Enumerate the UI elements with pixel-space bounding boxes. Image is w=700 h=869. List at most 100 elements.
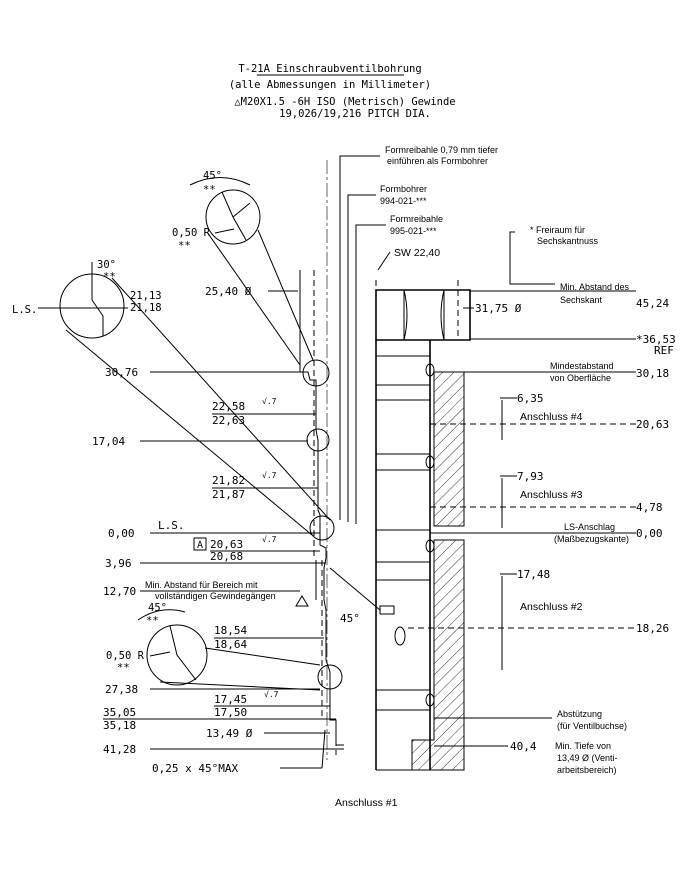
detail-circle-top <box>302 359 330 387</box>
detail-top-edge <box>232 202 251 218</box>
mindestabstand-1: Mindestabstand <box>550 361 614 371</box>
detail-low-radius-stars: ** <box>117 662 130 674</box>
abstuetzung-2: (für Ventilbuchse) <box>557 721 627 731</box>
dim-ref: REF <box>654 344 674 357</box>
dim-41-28: 41,28 <box>103 743 136 756</box>
dim-21-82: 21,82 <box>212 474 245 487</box>
dim-3-96: 3,96 <box>105 557 132 570</box>
formbohrer-leader <box>347 194 376 522</box>
anschluss-4: Anschluss #4 <box>520 411 583 423</box>
formreibahle-part: 995-021-*** <box>390 226 437 236</box>
abstuetzung-1: Abstützung <box>557 709 602 719</box>
small-slot <box>379 605 395 615</box>
dim-17-50: 17,50 <box>214 706 247 719</box>
valve-section <box>375 280 471 771</box>
dim-0-00-right: 0,00 <box>636 527 663 540</box>
dim-31-75: 31,75 Ø <box>475 302 522 315</box>
ls-anschlag-2: (Maßbezugskante) <box>554 534 629 544</box>
dim-40-4: 40,4 <box>510 740 537 753</box>
detail-low-angle-arc <box>137 609 186 621</box>
detail-low-circle <box>146 624 208 686</box>
detail-low-angle: 45° <box>148 602 167 614</box>
cavity-profile <box>299 160 344 760</box>
thread-triangle <box>295 595 309 607</box>
dim-18-54: 18,54 <box>214 624 247 637</box>
dim-30-18: 30,18 <box>636 367 669 380</box>
title-line-1: T-21A Einschraubventilbohrung <box>238 63 421 75</box>
formreibahle-label: Formreibahle <box>390 214 443 224</box>
dim-18-26: 18,26 <box>636 622 669 635</box>
port-hole <box>394 626 406 646</box>
detail-top-angle: 45° <box>203 170 222 182</box>
freiraum-2: Sechskantnuss <box>537 236 599 246</box>
freiraum-leader <box>509 231 555 285</box>
dim-20-63-right: 20,63 <box>636 418 669 431</box>
detail-ls-leader-a <box>65 329 313 536</box>
detail-top-leader-b <box>257 229 314 361</box>
angle-45-low: 45° <box>340 612 360 625</box>
detail-circle-ls <box>309 515 335 541</box>
angle-45-leader <box>329 567 381 611</box>
finish-mark-4: √.7 <box>264 690 279 699</box>
min-tiefe-3: arbeitsbereich) <box>557 765 617 775</box>
anschluss-3: Anschluss #3 <box>520 489 583 501</box>
dim-27-38: 27,38 <box>105 683 138 696</box>
min-abstand-2: Sechskant <box>560 295 603 305</box>
ls-anschlag-1: LS-Anschlag <box>564 522 615 532</box>
detail-top-leader-a <box>206 231 301 366</box>
detail-top-radius: 0,50 R <box>172 227 211 239</box>
top-callouts: Formreibahle 0,79 mm tiefer einführen al… <box>339 145 599 524</box>
detail-low-stars: ** <box>146 615 159 627</box>
anschluss-1: Anschluss #1 <box>335 797 398 809</box>
dim-18-64: 18,64 <box>214 638 247 651</box>
dim-20-63-left: 20,63 <box>210 538 243 551</box>
cavity-wall-profile <box>299 270 344 746</box>
finish-mark-2: √.7 <box>262 471 277 480</box>
formreibahle-leader <box>355 224 386 524</box>
detail-top-stars: ** <box>203 184 216 196</box>
manifold-hatch-upper <box>433 371 465 527</box>
detail-top-radius-leader <box>214 228 235 234</box>
detail-ls-dim-2: 21,18 <box>130 302 162 314</box>
left-dimensions: 25,40 Ø 30,76 22,58 22,63 √.7 17,04 21,8… <box>92 285 381 775</box>
dim-13-49: 13,49 Ø <box>206 727 253 740</box>
o-ring-1 <box>425 363 435 377</box>
manifold-hatch-lower <box>411 539 465 771</box>
hex-curve-right <box>440 289 445 341</box>
detail-low-radius-leader <box>149 651 171 657</box>
detail-circle-low <box>317 664 343 690</box>
dim-7-93: 7,93 <box>517 470 544 483</box>
formreibahle-note-2: einführen als Formbohrer <box>387 156 488 166</box>
mindestabstand-2: von Oberfläche <box>550 373 611 383</box>
min-abstand-bereich-1: Min. Abstand für Bereich mit <box>145 580 258 590</box>
datum-a-box <box>193 537 207 551</box>
dim-35-18: 35,18 <box>103 719 136 732</box>
detail-ls-profile <box>91 276 104 336</box>
formreibahle-note-1: Formreibahle 0,79 mm tiefer <box>385 145 498 155</box>
detail-top-radius-stars: ** <box>178 240 191 252</box>
min-tiefe-1: Min. Tiefe von <box>555 741 611 751</box>
min-abstand-bereich-2: vollständigen Gewindegängen <box>155 591 276 601</box>
dim-22-58: 22,58 <box>212 400 245 413</box>
dim-22-63: 22,63 <box>212 414 245 427</box>
dim-17-45: 17,45 <box>214 693 247 706</box>
dim-17-04: 17,04 <box>92 435 125 448</box>
detail-ls-leader-b <box>111 277 331 521</box>
dim-21-87: 21,87 <box>212 488 245 501</box>
detail-low-leader-b <box>204 647 321 666</box>
anschluss-2: Anschluss #2 <box>520 601 583 613</box>
title-line-3: △M20X1.5 -6H ISO (Metrisch) Gewinde <box>234 96 455 108</box>
formreibahle-note-leader <box>339 155 380 520</box>
title-line-4: 19,026/19,216 PITCH DIA. <box>279 108 431 120</box>
detail-low-radius: 0,50 R <box>106 650 145 662</box>
dim-6-35: 6,35 <box>517 392 544 405</box>
dim-30-76: 30,76 <box>105 366 138 379</box>
detail-ls-label: L.S. <box>12 304 37 316</box>
min-abstand-1: Min. Abstand des <box>560 282 630 292</box>
hex-curve-left <box>403 289 408 341</box>
dim-20-68: 20,68 <box>210 550 243 563</box>
detail-top-circle <box>205 189 261 245</box>
hex-nut <box>375 289 471 341</box>
formbohrer-part: 994-021-*** <box>380 196 427 206</box>
